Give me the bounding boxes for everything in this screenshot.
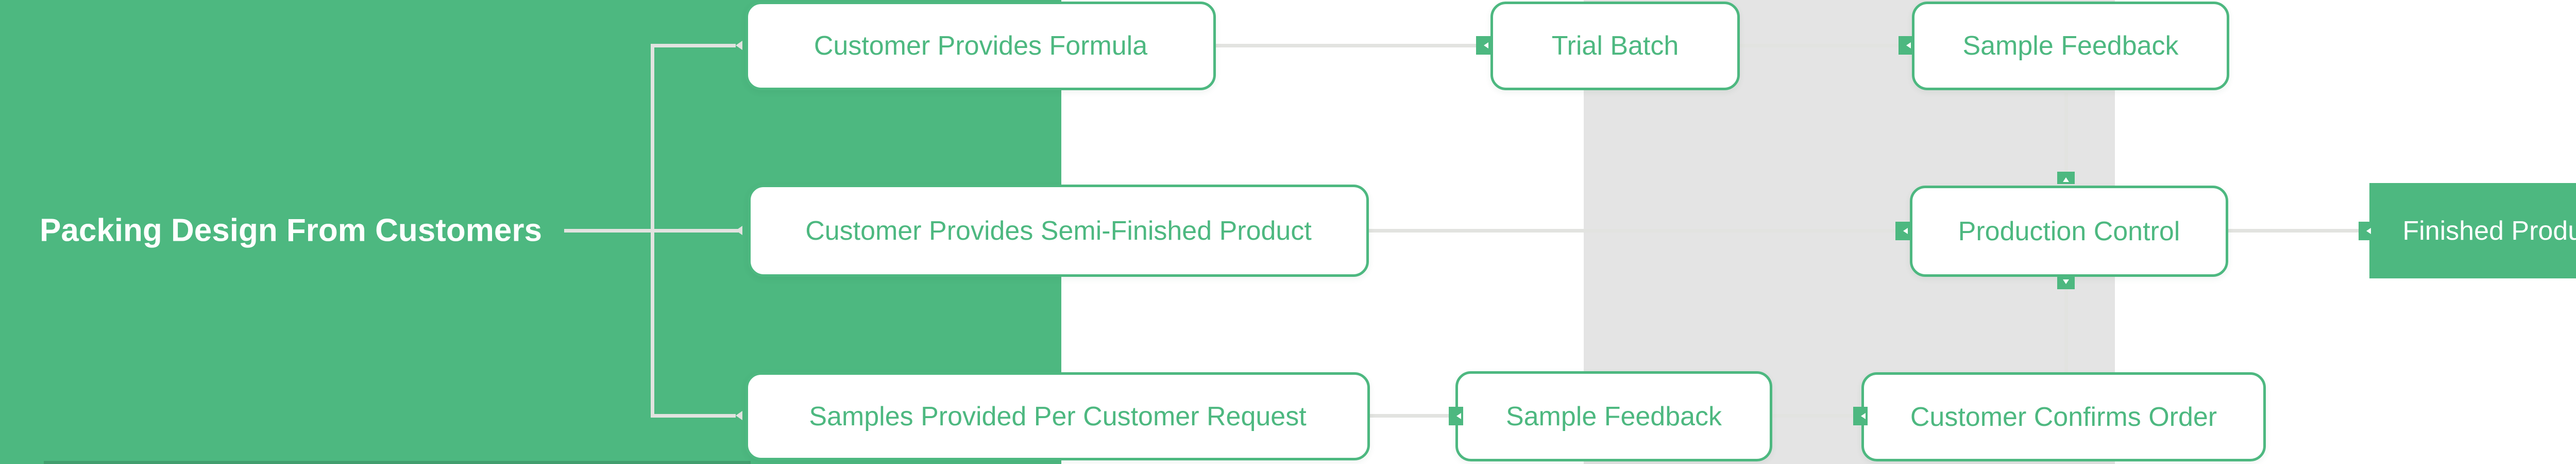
node-label: Sample Feedback [1505,401,1722,432]
arrow-marker-icon [1853,407,1868,425]
arrowhead-icon [1483,42,1488,48]
arrowhead-icon [2366,228,2371,234]
arrowhead-icon [2063,279,2069,284]
node-label: Finished Product [2402,216,2576,246]
bracket-arrowhead-icon [736,226,742,235]
green-panel-bottom-shade [44,461,751,464]
arrow-marker-icon [1449,407,1463,425]
arrow-marker-icon [2057,172,2075,184]
connector-semi-finished-to-production-control [1369,229,1897,233]
connector-confirms-order-to-production-control [2064,288,2068,373]
arrow-marker-icon [1899,36,1913,55]
node-customer-provides-formula[interactable]: Customer Provides Formula [745,2,1216,90]
connector-sample-feedback-to-confirms-order [1772,414,1855,418]
node-label: Customer Confirms Order [1910,402,2217,432]
node-sample-feedback-top[interactable]: Sample Feedback [1912,2,2229,90]
arrow-marker-icon [2057,277,2075,289]
connector-sample-feedback-to-production-control [2064,93,2068,173]
node-label: Samples Provided Per Customer Request [809,401,1307,432]
bracket-branch-line-3 [651,414,736,418]
bracket-arrowhead-icon [736,41,742,50]
arrowhead-icon [1906,42,1911,48]
diagram-root-title: Packing Design From Customers [40,212,543,248]
connector-samples-provided-to-sample-feedback [1370,414,1450,418]
node-trial-batch[interactable]: Trial Batch [1490,2,1740,90]
arrowhead-icon [1456,413,1461,419]
arrowhead-icon [2063,177,2069,182]
node-label: Trial Batch [1551,31,1679,61]
node-label: Sample Feedback [1962,31,2179,61]
node-finished-product[interactable]: Finished Product [2369,183,2576,278]
arrow-marker-icon [2359,222,2373,240]
arrow-marker-icon [1895,222,1910,240]
connector-production-control-to-finished-product [2228,229,2360,233]
bracket-title-line [564,229,654,233]
bracket-branch-line-1 [651,44,736,47]
connector-trial-batch-to-sample-feedback [1740,44,1900,47]
bracket-branch-line-2 [651,229,738,233]
arrowhead-icon [1903,228,1908,234]
connector-formula-to-trial-batch [1216,44,1476,47]
node-production-control[interactable]: Production Control [1910,186,2228,277]
node-label: Production Control [1958,216,2180,246]
node-customer-confirms-order[interactable]: Customer Confirms Order [1861,372,2266,461]
node-customer-provides-semi-finished-product[interactable]: Customer Provides Semi-Finished Product [748,185,1369,277]
node-label: Customer Provides Semi-Finished Product [805,216,1312,246]
bracket-arrowhead-icon [736,411,742,420]
node-sample-feedback-bottom[interactable]: Sample Feedback [1455,371,1772,461]
arrowhead-icon [1860,413,1866,419]
arrow-marker-icon [1476,36,1490,55]
node-samples-provided-per-customer-request[interactable]: Samples Provided Per Customer Request [745,372,1370,460]
node-label: Customer Provides Formula [814,31,1148,61]
